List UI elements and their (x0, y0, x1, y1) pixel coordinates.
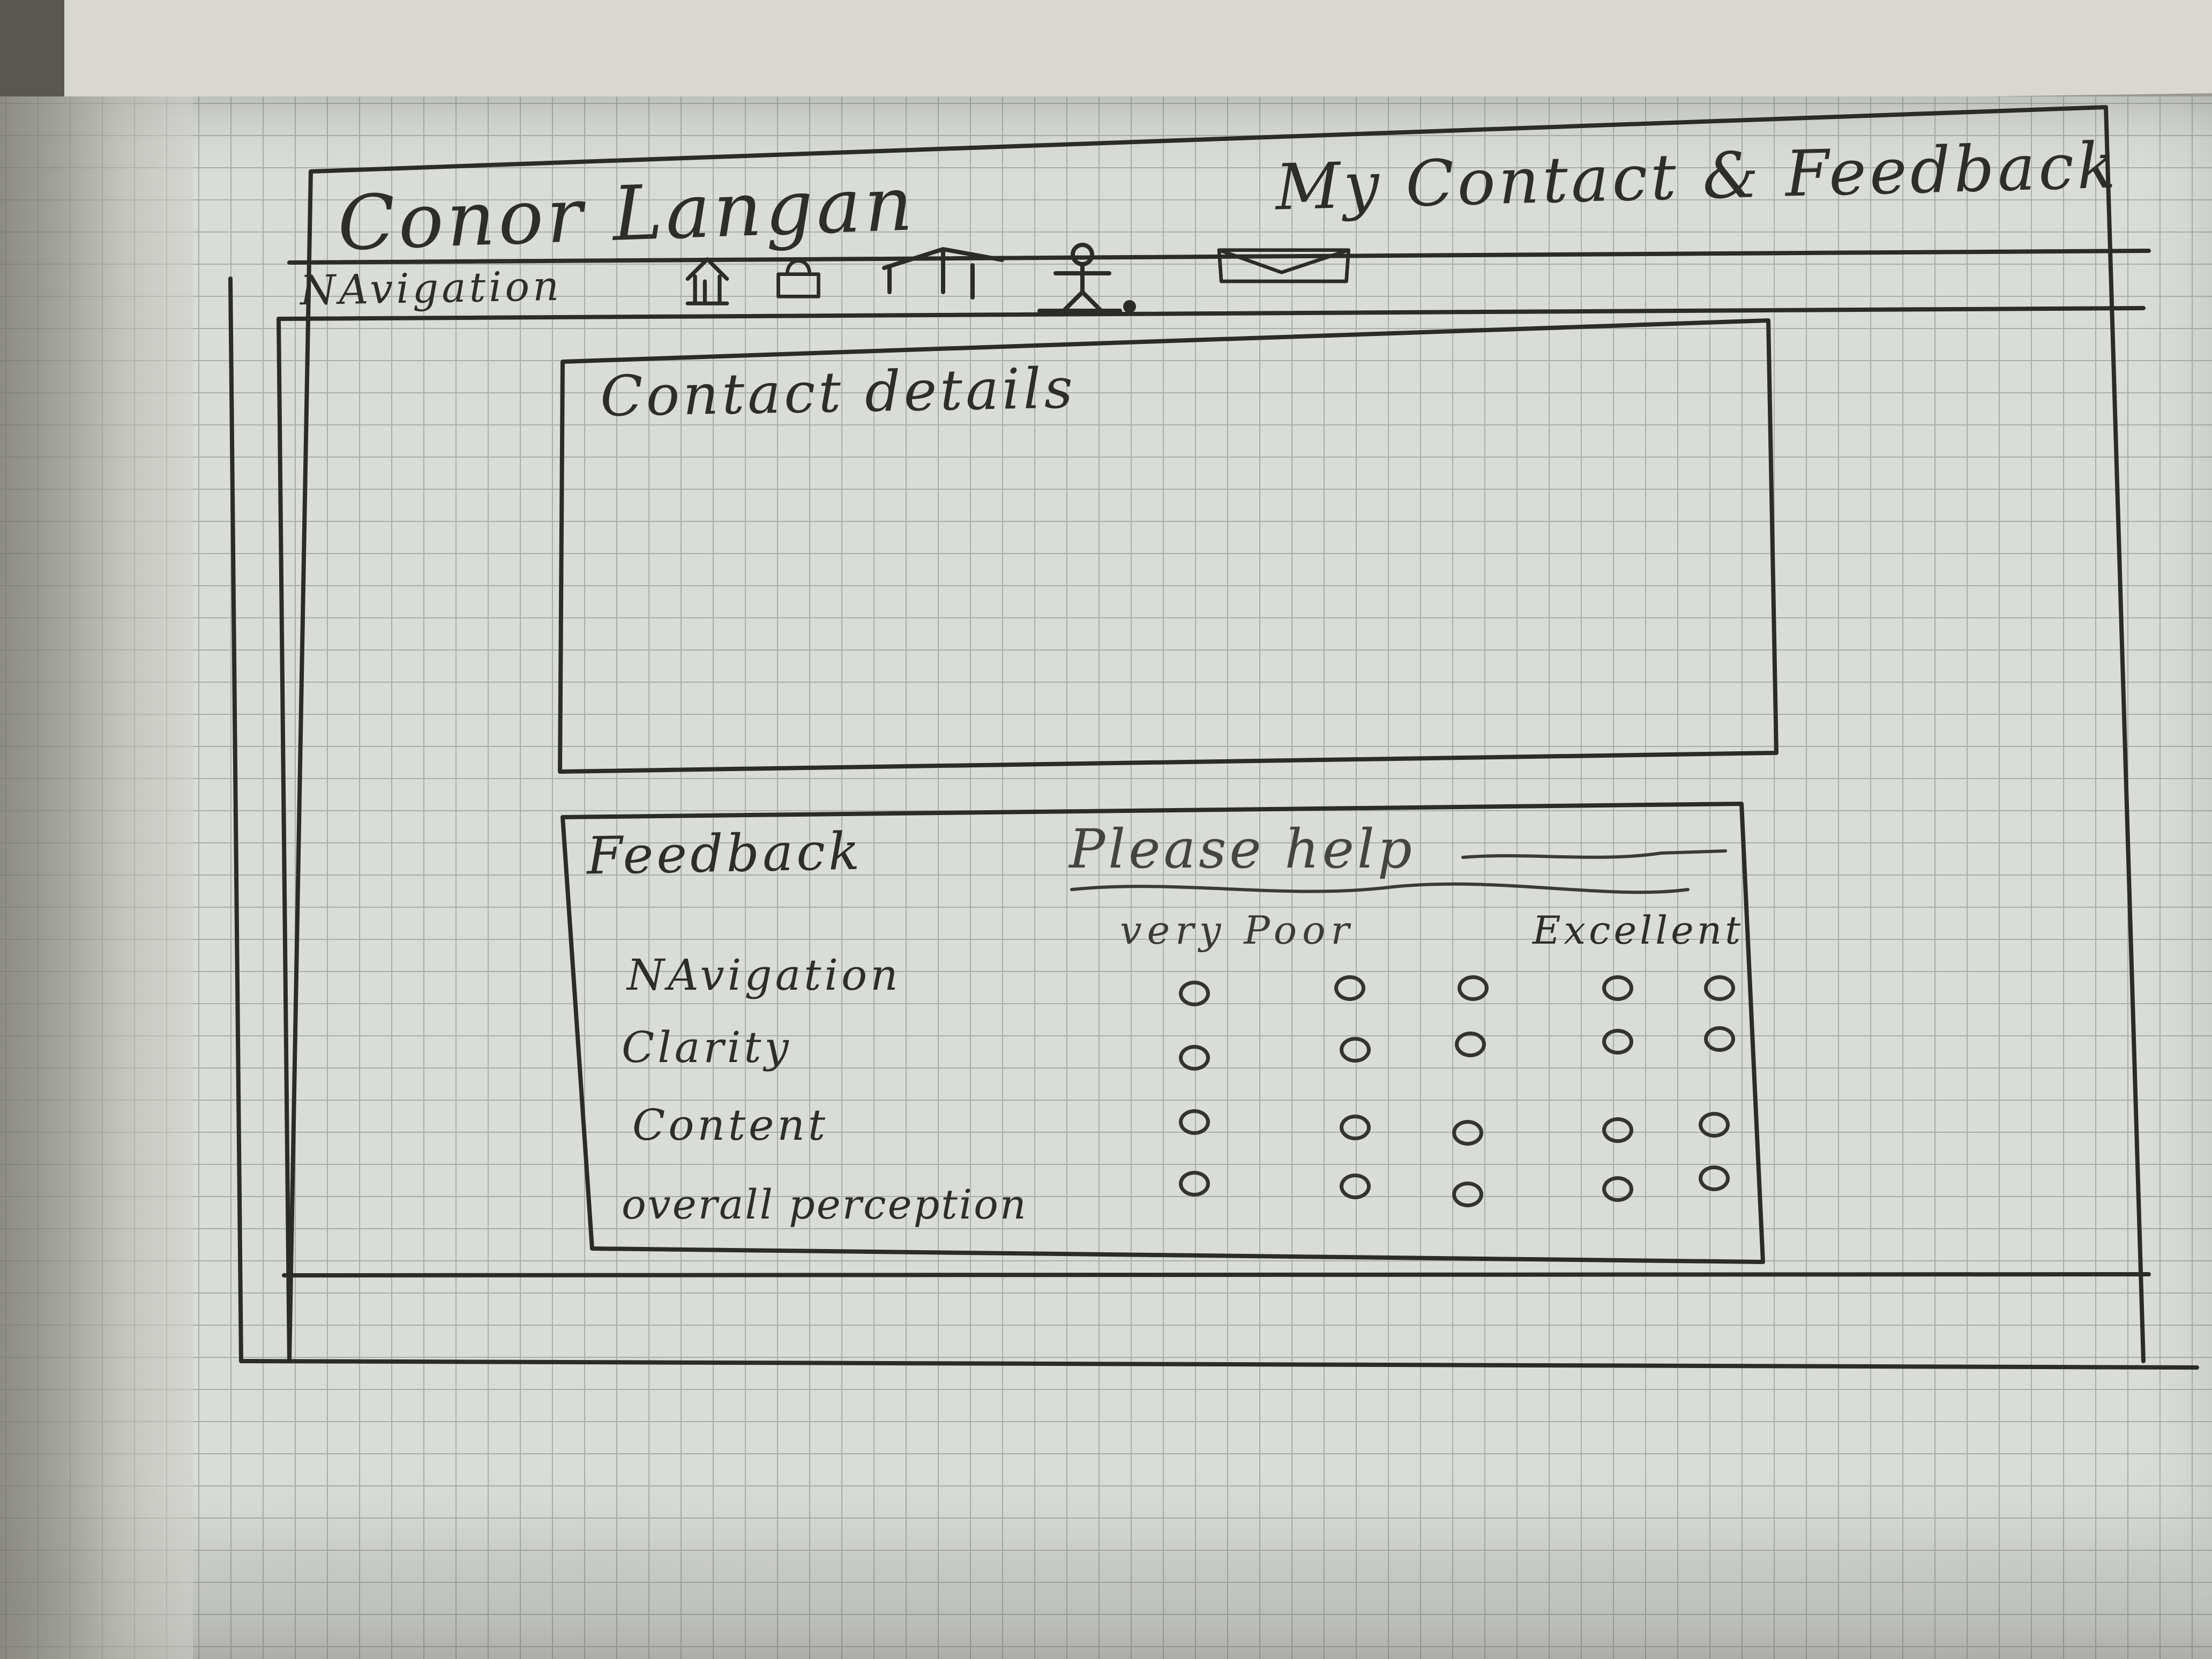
person-icon[interactable] (1029, 241, 1136, 316)
notebook-edge (0, 96, 193, 1659)
rating-radio[interactable] (1602, 1117, 1633, 1143)
rating-radio[interactable] (1455, 1032, 1486, 1057)
rating-radio[interactable] (1699, 1165, 1730, 1191)
rating-radio[interactable] (1452, 1120, 1483, 1146)
lock-icon[interactable] (766, 252, 831, 305)
feedback-row-label-content: Content (632, 1100, 829, 1150)
rating-radio[interactable] (1179, 1045, 1210, 1071)
rating-radio[interactable] (1704, 1026, 1735, 1052)
footer-divider (282, 1272, 2151, 1277)
feedback-row-label-clarity: Clarity (622, 1022, 792, 1072)
feedback-box (561, 802, 1765, 1264)
scale-low-label: very Poor (1120, 908, 1355, 953)
rating-radio[interactable] (1340, 1174, 1371, 1199)
contact-details-title: Contact details (600, 355, 1077, 429)
rating-radio[interactable] (1340, 1115, 1371, 1140)
rating-radio[interactable] (1704, 975, 1735, 1001)
page-frame-right (2104, 105, 2146, 1363)
feedback-row-label-overall-perception: overall perception (622, 1180, 1028, 1228)
rating-radio[interactable] (1602, 1029, 1633, 1055)
rating-radio[interactable] (1452, 1182, 1483, 1207)
rating-radio[interactable] (1458, 975, 1489, 1001)
mail-icon[interactable] (1200, 241, 1372, 295)
scale-high-label: Excellent (1533, 908, 1744, 953)
page-frame-left (287, 169, 313, 1363)
contact-box (558, 318, 1778, 774)
feedback-title: Feedback (586, 821, 864, 886)
rating-radio[interactable] (1602, 975, 1633, 1001)
nav-label: NAvigation (300, 261, 563, 315)
prompt-underline (1070, 882, 1690, 894)
rating-radio[interactable] (1602, 1176, 1633, 1202)
rating-radio[interactable] (1179, 1171, 1210, 1197)
page-frame-bottom (239, 1359, 2199, 1370)
rating-radio[interactable] (1699, 1112, 1730, 1138)
feedback-row-label-navigation: NAvigation (627, 950, 901, 1000)
feedback-prompt: Please help (1069, 818, 1415, 880)
rating-radio[interactable] (1340, 1037, 1371, 1063)
content-frame-left (276, 317, 292, 1363)
nav-divider (276, 306, 2146, 321)
site-owner-name: Conor Langan (336, 160, 917, 268)
graph-paper-sheet (0, 96, 2212, 1659)
home-icon[interactable] (675, 252, 739, 311)
rating-radio[interactable] (1334, 975, 1365, 1001)
prompt-scribble (1461, 849, 1727, 859)
rating-radio[interactable] (1179, 981, 1210, 1006)
page-frame-outer-left (228, 276, 243, 1363)
page-frame-top (309, 105, 2108, 174)
rating-radio[interactable] (1179, 1109, 1210, 1135)
graduation-cap-icon[interactable] (879, 238, 1007, 303)
